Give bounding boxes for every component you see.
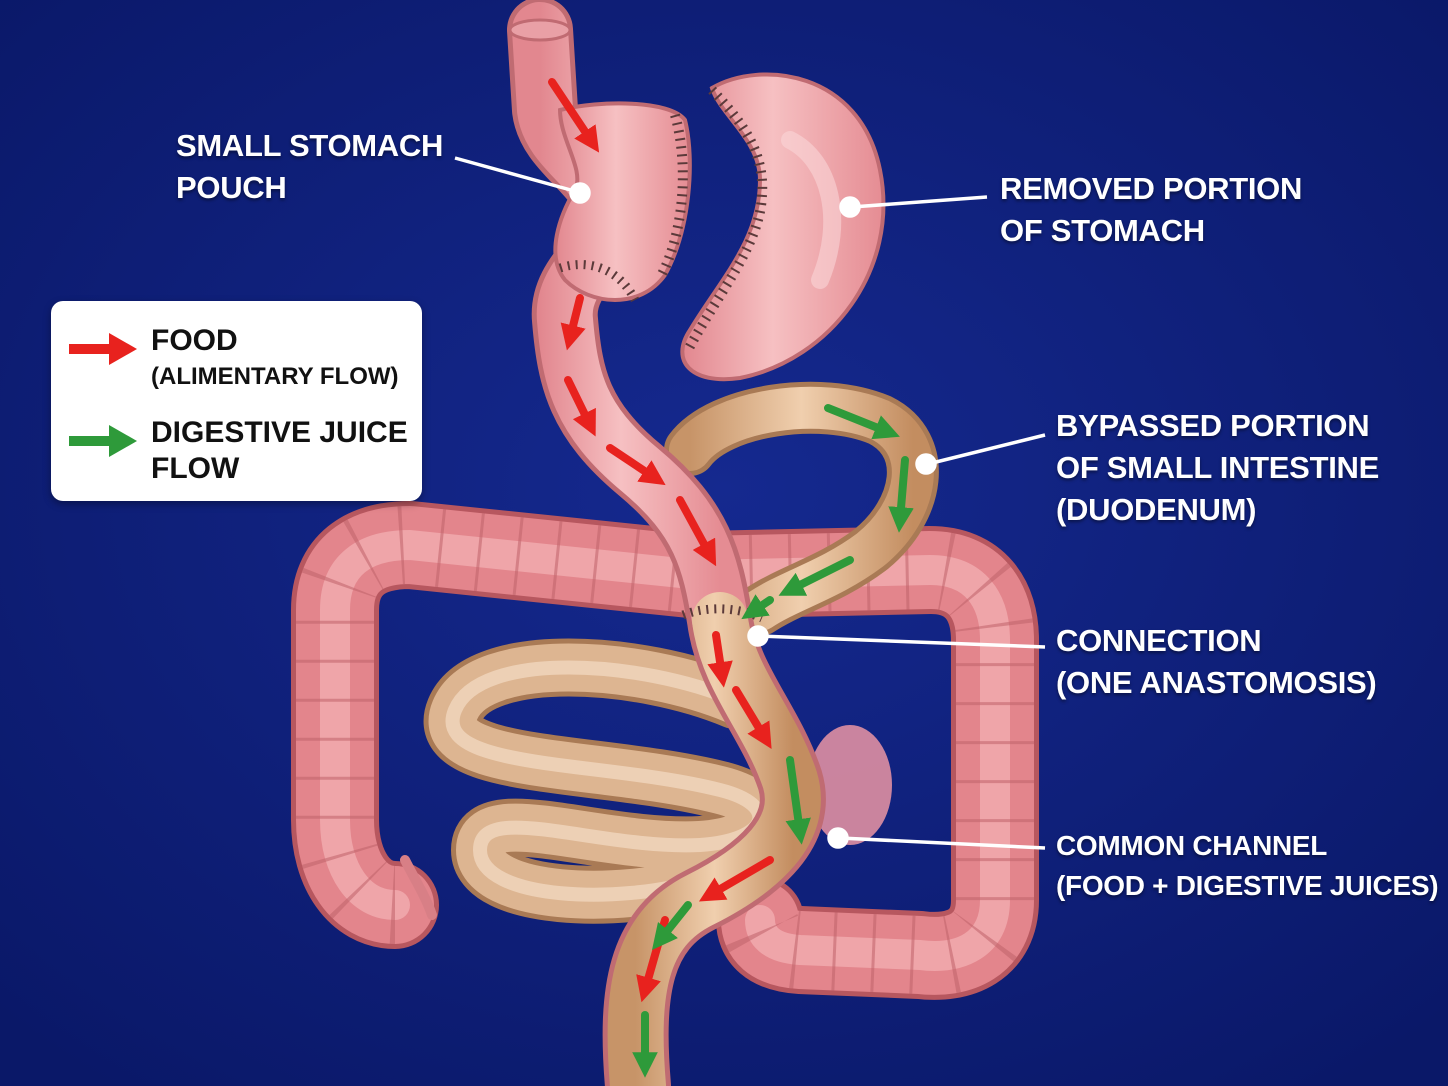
bypassed-duodenum	[664, 381, 939, 636]
leader-lines	[454, 156, 1046, 850]
callout-connection: CONNECTION (ONE ANASTOMOSIS)	[1056, 620, 1377, 704]
legend-digestive-text: DIGESTIVE JUICE FLOW	[151, 415, 408, 487]
digestive-flow-arrows	[632, 404, 914, 1078]
large-intestine	[291, 501, 1039, 1000]
callout-bypassed-line3: (DUODENUM)	[1056, 492, 1257, 527]
red-arrow-icon	[69, 333, 137, 365]
legend-food-text: FOOD (ALIMENTARY FLOW)	[151, 323, 399, 395]
food-flow-arrows	[548, 78, 774, 1003]
callout-bypassed-line1: BYPASSED PORTION	[1056, 408, 1370, 443]
legend-food-label: FOOD	[151, 324, 238, 357]
legend-digestive-label-line1: DIGESTIVE JUICE	[151, 416, 408, 449]
callout-connection-line1: CONNECTION	[1056, 623, 1262, 658]
removed-stomach	[680, 72, 886, 382]
callout-connection-line2: (ONE ANASTOMOSIS)	[1056, 665, 1377, 700]
callout-removed-line1: REMOVED PORTION	[1000, 171, 1303, 206]
callout-small-stomach-pouch: SMALL STOMACH POUCH	[176, 125, 443, 209]
callout-removed-line2: OF STOMACH	[1000, 213, 1205, 248]
callout-pouch-line1: SMALL STOMACH	[176, 128, 444, 163]
callout-common-channel: COMMON CHANNEL (FOOD + DIGESTIVE JUICES)	[1056, 826, 1439, 906]
callout-common-line2: (FOOD + DIGESTIVE JUICES)	[1056, 870, 1439, 901]
legend-digestive-label-line2: FLOW	[151, 452, 240, 485]
callout-pouch-line2: POUCH	[176, 170, 287, 205]
green-arrow-icon	[69, 425, 137, 457]
callout-bypassed-intestine: BYPASSED PORTION OF SMALL INTESTINE (DUO…	[1056, 405, 1379, 531]
legend-food-sublabel: (ALIMENTARY FLOW)	[151, 363, 399, 390]
legend: FOOD (ALIMENTARY FLOW) DIGESTIVE JUICE F…	[51, 301, 422, 501]
cecum	[808, 725, 892, 845]
callout-removed-stomach: REMOVED PORTION OF STOMACH	[1000, 168, 1302, 252]
callout-common-line1: COMMON CHANNEL	[1056, 830, 1328, 861]
small-intestine-loops	[423, 638, 789, 924]
callout-bypassed-line2: OF SMALL INTESTINE	[1056, 450, 1379, 485]
